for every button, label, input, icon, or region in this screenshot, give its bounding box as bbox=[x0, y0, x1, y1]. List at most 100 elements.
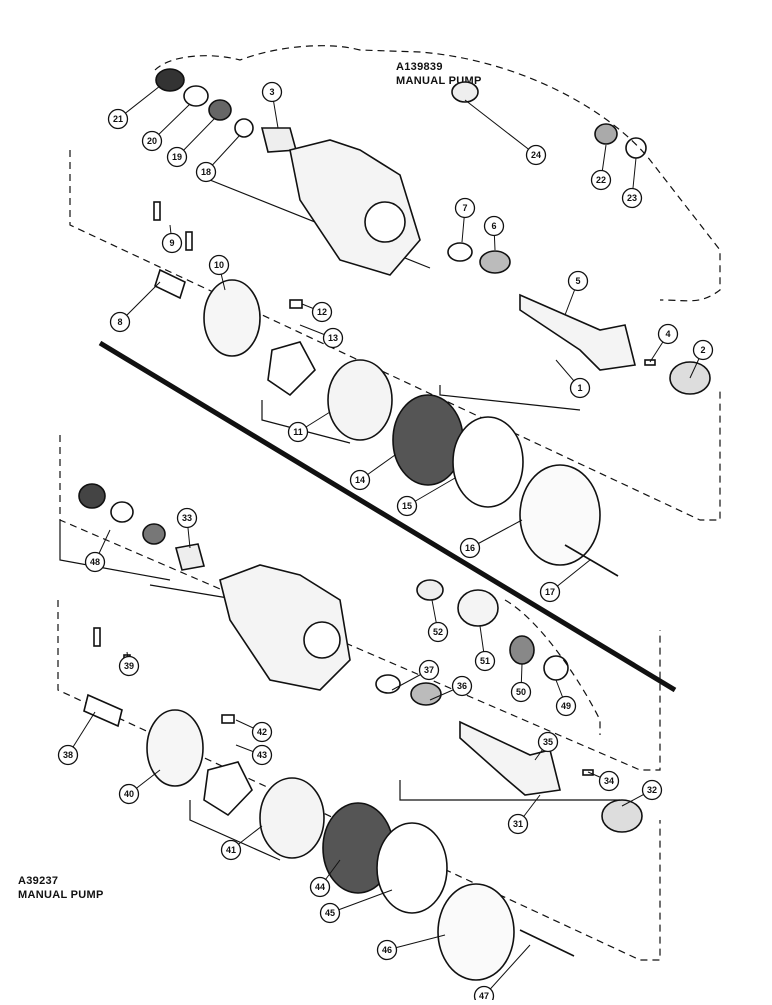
bearing-3 bbox=[260, 127, 298, 153]
callout-number: 16 bbox=[465, 543, 475, 553]
callout-number: 52 bbox=[433, 627, 443, 637]
callout-40: 40 bbox=[118, 783, 140, 805]
callout-circle bbox=[176, 507, 198, 529]
ring-14 bbox=[392, 394, 464, 486]
callout-number: 10 bbox=[214, 260, 224, 270]
callout-41: 41 bbox=[220, 839, 242, 861]
callout-circle bbox=[57, 744, 79, 766]
callout-number: 17 bbox=[545, 587, 555, 597]
rotor-outer-11 bbox=[327, 359, 393, 441]
plate-40 bbox=[146, 709, 204, 787]
washer-7 bbox=[447, 242, 473, 262]
ring-45 bbox=[376, 822, 448, 914]
callout-34: 34 bbox=[598, 770, 620, 792]
callout-number: 8 bbox=[117, 317, 122, 327]
callout-circle bbox=[621, 187, 643, 209]
snap-ring-49 bbox=[543, 655, 569, 681]
callout-number: 42 bbox=[257, 727, 267, 737]
housing-bore-upper bbox=[364, 201, 406, 243]
callout-circle bbox=[287, 421, 309, 443]
rotor-outer-41 bbox=[259, 777, 325, 859]
callout-number: 19 bbox=[172, 152, 182, 162]
bearing-33 bbox=[174, 543, 206, 571]
callout-5: 5 bbox=[567, 270, 589, 292]
callout-10: 10 bbox=[208, 254, 230, 276]
callout-47: 47 bbox=[473, 985, 495, 1005]
callout-number: 31 bbox=[513, 819, 523, 829]
callout-12: 12 bbox=[311, 301, 333, 323]
pin-9a bbox=[153, 201, 161, 221]
callout-35: 35 bbox=[537, 731, 559, 753]
callout-39: 39 bbox=[118, 655, 140, 677]
callout-7: 7 bbox=[454, 197, 476, 219]
coupling-32 bbox=[601, 799, 643, 833]
callout-circle bbox=[567, 270, 589, 292]
lower-assembly-name: MANUAL PUMP bbox=[18, 889, 104, 901]
callout-20: 20 bbox=[141, 130, 163, 152]
callout-circle bbox=[539, 581, 561, 603]
callout-21: 21 bbox=[107, 108, 129, 130]
callout-circle bbox=[107, 108, 129, 130]
callout-circle bbox=[459, 537, 481, 559]
washer-37 bbox=[375, 674, 401, 694]
callout-24: 24 bbox=[525, 144, 547, 166]
callout-17: 17 bbox=[539, 581, 561, 603]
callout-number: 49 bbox=[561, 701, 571, 711]
callout-19: 19 bbox=[166, 146, 188, 168]
callout-circle bbox=[261, 81, 283, 103]
ring-19 bbox=[208, 99, 232, 121]
callout-number: 13 bbox=[328, 333, 338, 343]
ring-15 bbox=[452, 416, 524, 508]
callout-number: 35 bbox=[543, 737, 553, 747]
callout-44: 44 bbox=[309, 876, 331, 898]
ring-22 bbox=[594, 123, 618, 145]
callout-number: 14 bbox=[355, 475, 365, 485]
seal-48b bbox=[110, 501, 134, 523]
section-divider bbox=[98, 340, 677, 693]
callout-4: 4 bbox=[657, 323, 679, 345]
callout-circle bbox=[166, 146, 188, 168]
callout-circle bbox=[657, 323, 679, 345]
pin-39a bbox=[93, 627, 101, 647]
pin-4 bbox=[644, 359, 656, 366]
callout-49: 49 bbox=[555, 695, 577, 717]
callout-number: 4 bbox=[665, 329, 670, 339]
shaft-5 bbox=[519, 293, 636, 371]
callout-number: 6 bbox=[491, 221, 496, 231]
leader-line-24 bbox=[464, 99, 537, 156]
callout-number: 22 bbox=[596, 175, 606, 185]
callout-31: 31 bbox=[507, 813, 529, 835]
callout-6: 6 bbox=[483, 215, 505, 237]
upper-assembly-code: A139839 bbox=[396, 61, 443, 73]
callout-circle bbox=[220, 839, 242, 861]
callout-circle bbox=[483, 215, 505, 237]
callout-circle bbox=[525, 144, 547, 166]
nut-52 bbox=[416, 579, 444, 601]
callout-circle bbox=[376, 939, 398, 961]
callout-18: 18 bbox=[195, 161, 217, 183]
callout-50: 50 bbox=[510, 681, 532, 703]
callout-16: 16 bbox=[459, 537, 481, 559]
housing-bore-lower bbox=[303, 621, 341, 659]
callout-23: 23 bbox=[621, 187, 643, 209]
seal-48a bbox=[78, 483, 106, 509]
callout-circle bbox=[555, 695, 577, 717]
callout-number: 36 bbox=[457, 681, 467, 691]
callout-36: 36 bbox=[451, 675, 473, 697]
callout-number: 39 bbox=[124, 661, 134, 671]
callout-number: 7 bbox=[462, 203, 467, 213]
callout-circle bbox=[474, 650, 496, 672]
leader-line-47 bbox=[483, 944, 531, 997]
callout-circle bbox=[451, 675, 473, 697]
callout-circle bbox=[319, 902, 341, 924]
callout-number: 11 bbox=[293, 427, 303, 437]
callout-number: 3 bbox=[269, 87, 274, 97]
callout-number: 47 bbox=[479, 991, 489, 1000]
callout-46: 46 bbox=[376, 939, 398, 961]
callout-52: 52 bbox=[427, 621, 449, 643]
callout-number: 48 bbox=[90, 557, 100, 567]
callout-circle bbox=[569, 377, 591, 399]
callout-number: 41 bbox=[226, 845, 236, 855]
callout-number: 24 bbox=[531, 150, 541, 160]
